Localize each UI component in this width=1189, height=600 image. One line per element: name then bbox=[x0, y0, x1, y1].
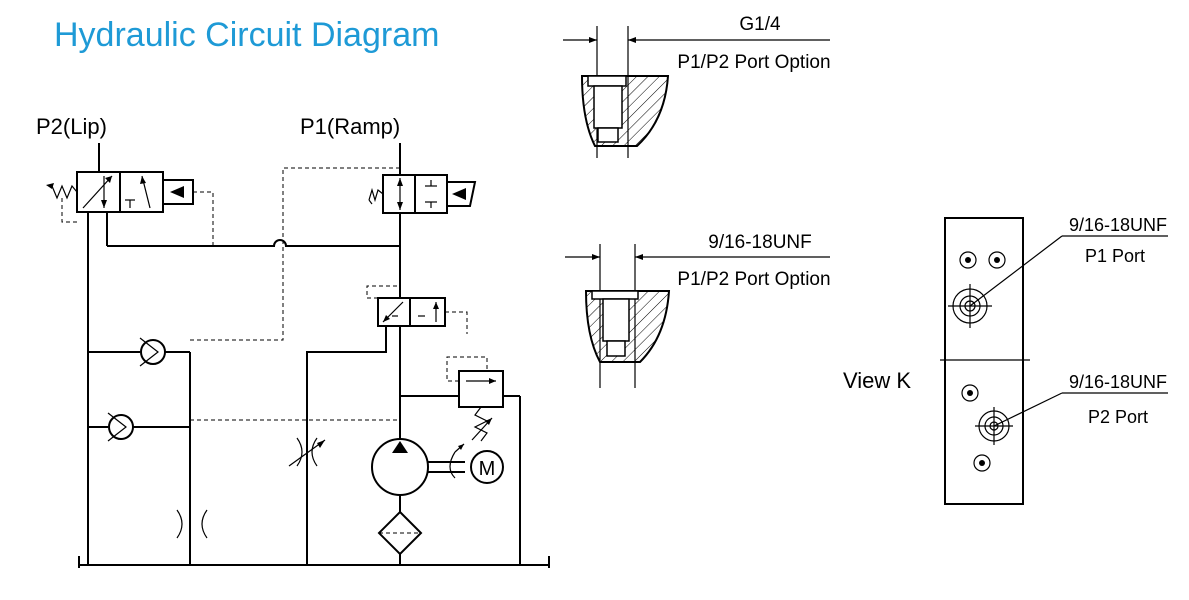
view-k-p1-thread: 9/16-18UNF bbox=[1069, 215, 1167, 235]
hydraulic-circuit: P2(Lip) P1(Ramp) bbox=[36, 114, 550, 568]
page-title: Hydraulic Circuit Diagram bbox=[54, 16, 440, 54]
detail-bottom-thread: 9/16-18UNF bbox=[708, 232, 812, 253]
pump bbox=[371, 438, 465, 496]
p1-directional-valve bbox=[190, 143, 477, 341]
detail-bottom-option: P1/P2 Port Option bbox=[677, 269, 830, 290]
detail-top-thread: G1/4 bbox=[739, 14, 781, 35]
port-p1-label: P1(Ramp) bbox=[300, 114, 400, 139]
port-detail-unf: 9/16-18UNF P1/P2 Port Option bbox=[565, 232, 831, 388]
port-detail-g14: G1/4 P1/P2 Port Option bbox=[563, 14, 831, 158]
relief-valve bbox=[400, 356, 521, 565]
p1-port-circle bbox=[948, 284, 992, 328]
view-k-label: View K bbox=[843, 368, 911, 393]
motor: M bbox=[470, 450, 504, 484]
detail-top-option: P1/P2 Port Option bbox=[677, 52, 830, 73]
check-valve-lower bbox=[88, 412, 190, 442]
motor-label: M bbox=[479, 458, 496, 480]
orifice-variable bbox=[288, 437, 326, 467]
p2-directional-valve bbox=[46, 143, 214, 246]
orifice-left bbox=[176, 509, 208, 539]
port-p2-label: P2(Lip) bbox=[36, 114, 107, 139]
view-k-p2-port: P2 Port bbox=[1088, 407, 1148, 427]
view-k-p2-thread: 9/16-18UNF bbox=[1069, 372, 1167, 392]
view-k: View K 9/16-18UNF P1 Port 9/16- bbox=[843, 215, 1168, 505]
p1-check-valve-block bbox=[366, 285, 468, 334]
check-valve-upper bbox=[88, 337, 190, 367]
view-k-p1-port: P1 Port bbox=[1085, 246, 1145, 266]
filter bbox=[377, 510, 423, 556]
